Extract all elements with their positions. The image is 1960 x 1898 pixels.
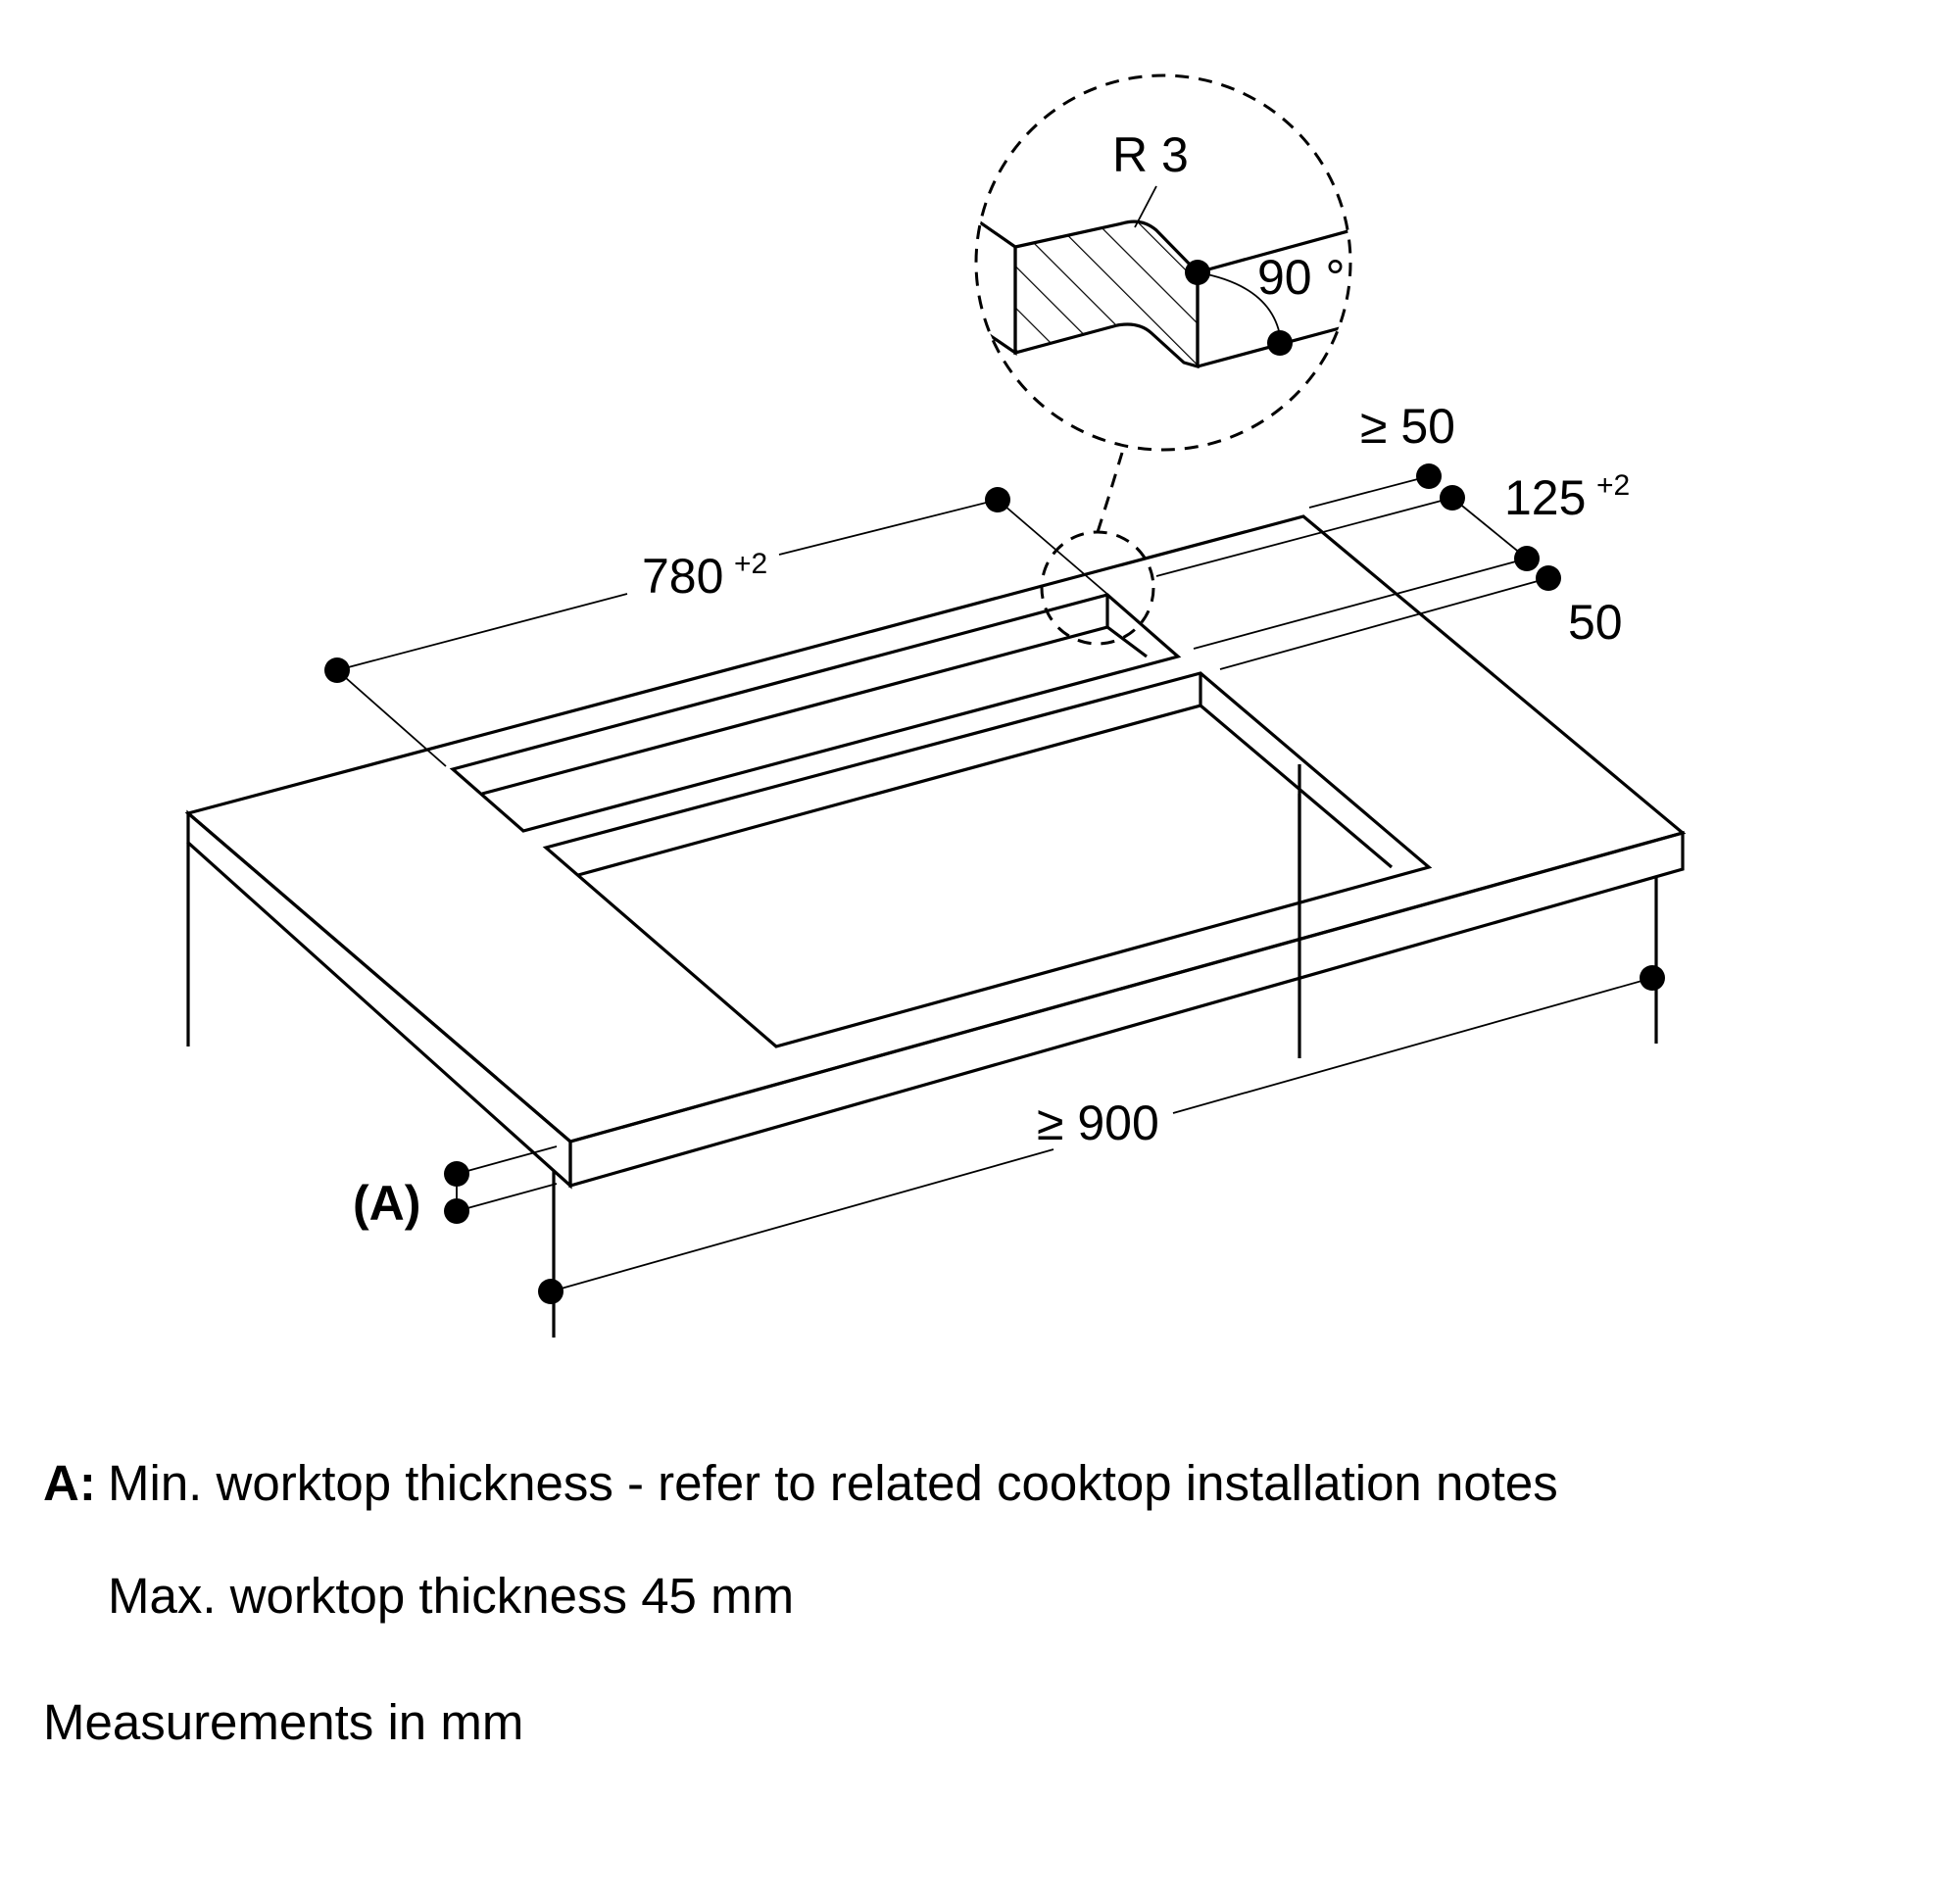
cutout-length-tolerance: +2	[734, 548, 767, 580]
dimension-point	[1640, 965, 1665, 991]
strip-width-tolerance: +2	[1596, 469, 1630, 502]
cutout-length-label: 780	[642, 549, 723, 604]
dimension-point	[985, 487, 1010, 512]
dimension-point	[1416, 463, 1442, 489]
installation-diagram: 780 +2 ≥ 50 125 +2 50 ≥ 900 (A)	[184, 73, 1687, 1338]
dimension-cutout-length: 780 +2	[324, 487, 1110, 767]
rear-gap-label: ≥ 50	[1360, 399, 1455, 454]
dimension-cabinet-width: ≥ 900	[538, 965, 1665, 1304]
worktop-front-edge	[568, 830, 1685, 1189]
worktop	[184, 514, 1687, 1190]
angle-point	[1267, 330, 1293, 356]
strip-width-label: 125	[1504, 470, 1586, 525]
angle-point	[1185, 260, 1210, 285]
dimension-point	[1514, 546, 1540, 571]
dimension-point	[444, 1198, 469, 1224]
note-measurements: Measurements in mm	[43, 1694, 524, 1750]
dimension-point	[444, 1161, 469, 1187]
radius-label: R 3	[1112, 127, 1189, 182]
note-text: Min. worktop thickness - refer to relate…	[108, 1455, 1558, 1511]
detail-magnifier: R 3 90 °	[974, 73, 1352, 646]
thickness-marker-label: (A)	[353, 1176, 420, 1231]
dimension-right-group: ≥ 50 125 +2 50	[1155, 399, 1630, 670]
note-max-thickness: Max. worktop thickness 45 mm	[108, 1568, 795, 1624]
note-key: A:	[43, 1455, 96, 1511]
angle-label: 90 °	[1257, 250, 1346, 305]
detail-source-circle	[1040, 530, 1155, 646]
detail-leader	[1096, 452, 1124, 533]
vent-strip-cutout	[449, 593, 1182, 833]
hob-cutout	[542, 671, 1433, 1048]
note-min-thickness: A:Min. worktop thickness - refer to rela…	[43, 1458, 1558, 1508]
dimension-point	[324, 657, 350, 683]
dimension-thickness: (A)	[353, 1145, 558, 1231]
dimension-point	[1536, 565, 1561, 591]
cabinet-width-label: ≥ 900	[1037, 1095, 1159, 1150]
dimension-point	[1440, 485, 1465, 511]
cabinet-sides	[186, 794, 1658, 1338]
cutout-gap-label: 50	[1568, 595, 1623, 650]
worktop-left-edge	[186, 809, 572, 1190]
dimension-point	[538, 1279, 564, 1304]
worktop-top-surface	[184, 514, 1687, 1144]
detail-circle	[974, 73, 1352, 452]
hatched-section	[1013, 219, 1200, 369]
